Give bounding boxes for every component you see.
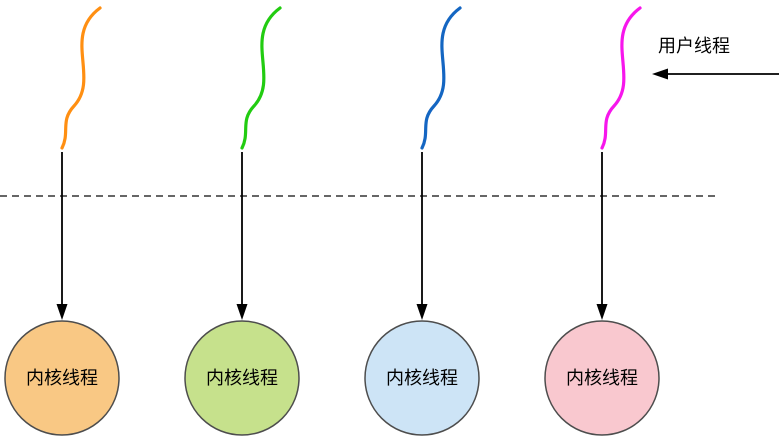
mapping-arrowhead-1 xyxy=(56,304,68,320)
thread-mapping-2: 内核线程 xyxy=(184,6,300,436)
thread-mapping-4: 内核线程 xyxy=(544,6,660,436)
kernel-thread-label-2: 内核线程 xyxy=(206,368,278,388)
mapping-arrowhead-2 xyxy=(236,304,248,320)
kernel-thread-label-3: 内核线程 xyxy=(386,368,458,388)
kernel-thread-label-1: 内核线程 xyxy=(26,368,98,388)
kernel-thread-circle-3 xyxy=(364,320,480,436)
user-thread-pointer-arrowhead xyxy=(652,68,668,80)
kernel-thread-circle-2 xyxy=(184,320,300,436)
user-thread-curve-3 xyxy=(420,6,462,150)
user-thread-curve-4 xyxy=(600,6,642,150)
kernel-thread-label-4: 内核线程 xyxy=(566,368,638,388)
mapping-arrowhead-3 xyxy=(416,304,428,320)
thread-mapping-1: 内核线程 xyxy=(4,6,120,436)
kernel-thread-circle-1 xyxy=(4,320,120,436)
thread-mapping-3: 内核线程 xyxy=(364,6,480,436)
mapping-arrowhead-4 xyxy=(596,304,608,320)
user-thread-label: 用户线程 xyxy=(658,36,730,56)
user-thread-curve-1 xyxy=(60,6,102,150)
user-thread-curve-2 xyxy=(240,6,282,150)
user-thread-legend: 用户线程 xyxy=(652,36,779,80)
kernel-thread-circle-4 xyxy=(544,320,660,436)
